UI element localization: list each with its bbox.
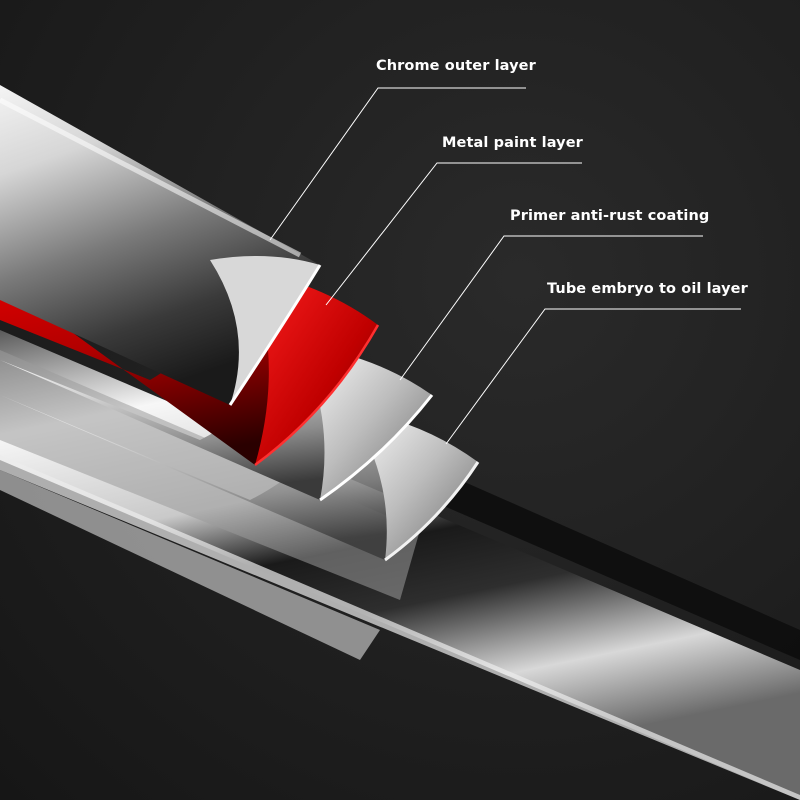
layer-chrome [0, 85, 322, 406]
callout-label-paint: Metal paint layer [442, 135, 583, 151]
callout-label-chrome: Chrome outer layer [376, 58, 536, 74]
callout-line-chrome [269, 87, 526, 241]
callout-label-primer: Primer anti-rust coating [510, 208, 710, 224]
callout-line-embryo [445, 308, 741, 445]
callout-line-paint [325, 162, 582, 306]
tube-body-left [0, 350, 420, 660]
callout-lines [269, 87, 741, 445]
callout-line-primer [399, 235, 703, 381]
callout-label-embryo: Tube embryo to oil layer [547, 281, 748, 297]
